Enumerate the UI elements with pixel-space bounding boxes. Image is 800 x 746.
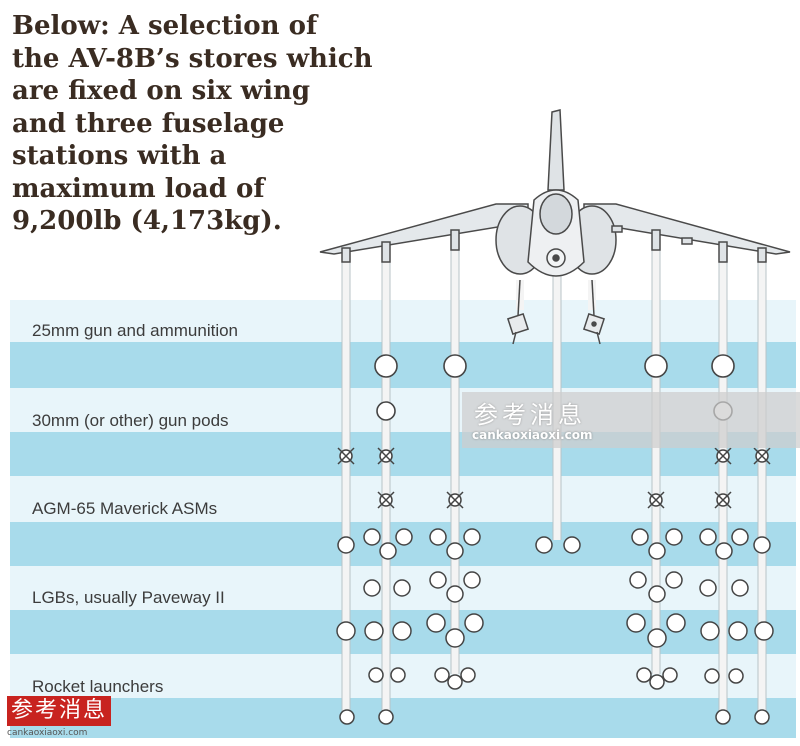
diagram-caption: Below: A selection of the AV-8B’s stores… bbox=[12, 10, 412, 238]
maverick-store bbox=[446, 491, 464, 509]
rocket-launcher-symbols bbox=[339, 667, 770, 725]
watermark-url: cankaoxiaoxi.com bbox=[472, 428, 593, 442]
caption-line: maximum load of bbox=[12, 173, 265, 204]
av8b-aircraft-drawing bbox=[319, 109, 791, 277]
maverick-store bbox=[377, 491, 395, 509]
caption-line: 9,200lb (4,173kg). bbox=[12, 206, 282, 236]
caption-line: stations with a bbox=[12, 141, 227, 171]
watermark-corner-url: cankaoxiaoxi.com bbox=[7, 728, 88, 738]
wing-pylons bbox=[341, 225, 767, 263]
gun-pod-store bbox=[376, 401, 396, 421]
maverick-symbols bbox=[337, 447, 771, 509]
gun-pack-pods bbox=[506, 279, 606, 345]
row-band-light bbox=[10, 300, 796, 342]
maverick-store bbox=[647, 491, 665, 509]
row-label-lgb: LGBs, usually Paveway II bbox=[32, 588, 225, 607]
watermark-text: 参考消息 bbox=[474, 401, 586, 429]
watermark-corner-logo: 参考消息 cankaoxiaoxi.com bbox=[4, 696, 112, 742]
caption-line: Below: A selection of bbox=[12, 11, 318, 41]
maverick-store bbox=[753, 447, 771, 465]
row-label-rockets: Rocket launchers bbox=[32, 677, 164, 696]
maverick-store bbox=[377, 447, 395, 465]
watermark-banner: 参考消息 cankaoxiaoxi.com bbox=[462, 392, 800, 448]
row-band-light bbox=[10, 476, 796, 522]
maverick-store bbox=[714, 491, 732, 509]
row-band bbox=[10, 698, 796, 738]
gun-ammo-store bbox=[711, 354, 735, 378]
gun-ammo-store bbox=[644, 354, 668, 378]
caption-line: are fixed on six wing bbox=[12, 76, 311, 106]
row-label-gun-pods: 30mm (or other) gun pods bbox=[32, 411, 229, 430]
gun-ammo-store bbox=[443, 354, 467, 378]
row-band bbox=[10, 342, 796, 388]
bomb-symbols bbox=[336, 528, 774, 648]
gun-ammo-store bbox=[374, 354, 398, 378]
row-label-gun-ammo: 25mm gun and ammunition bbox=[32, 321, 239, 340]
caption-line: and three fuselage bbox=[12, 108, 285, 139]
caption-line: the AV-8B’s stores which bbox=[12, 43, 373, 74]
maverick-store bbox=[337, 447, 355, 465]
tail-fin bbox=[547, 109, 565, 191]
watermark-corner-text: 参考消息 bbox=[7, 696, 112, 726]
maverick-store bbox=[714, 447, 732, 465]
canopy bbox=[539, 193, 573, 235]
row-label-maverick: AGM-65 Maverick ASMs bbox=[32, 499, 218, 518]
